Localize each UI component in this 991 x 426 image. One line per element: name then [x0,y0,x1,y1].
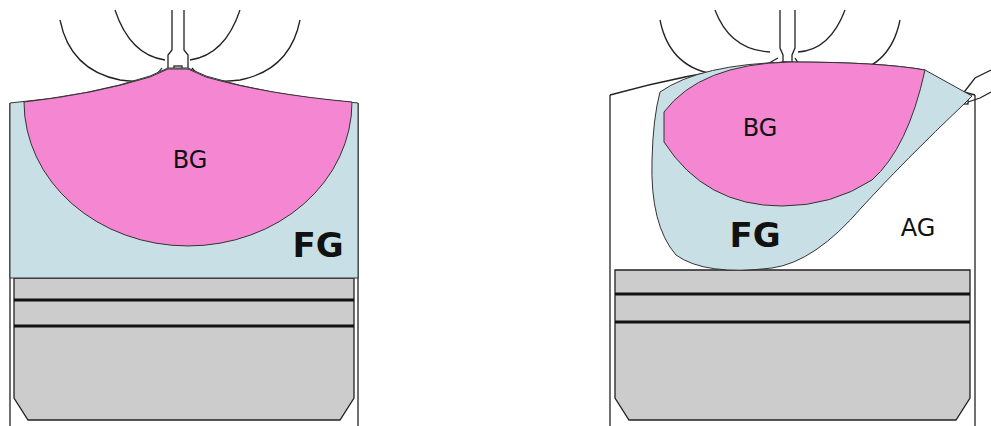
region-shape [652,62,972,270]
region-shape [24,69,352,246]
region-shape [10,68,358,278]
piston-ring [14,299,354,302]
cylinder-wall [974,95,975,426]
gas-label: FG [729,218,780,252]
piston-ring [615,321,970,324]
piston-ring [14,325,354,328]
gas-region: BG [24,66,352,248]
gas-label: FG [292,228,343,262]
piston [615,270,970,420]
region-shape [664,62,925,206]
gas-region: FG BG [10,66,358,278]
cylinder-wall [609,95,610,426]
gas-region: BG [660,60,928,208]
intake-port [60,20,162,81]
piston-ring [615,293,970,296]
intake-port [115,10,165,60]
intake-port [715,10,770,52]
gas-region: FG BG [650,60,974,274]
exhaust-port [798,10,845,52]
piston [14,278,354,420]
gas-label: BG [743,116,778,140]
injector [168,10,188,68]
injector [780,10,795,62]
gas-label: AG [901,216,936,240]
gas-label: BG [173,148,208,172]
exhaust-port [190,10,240,60]
exhaust-port [192,20,300,81]
region-outline [660,60,928,208]
